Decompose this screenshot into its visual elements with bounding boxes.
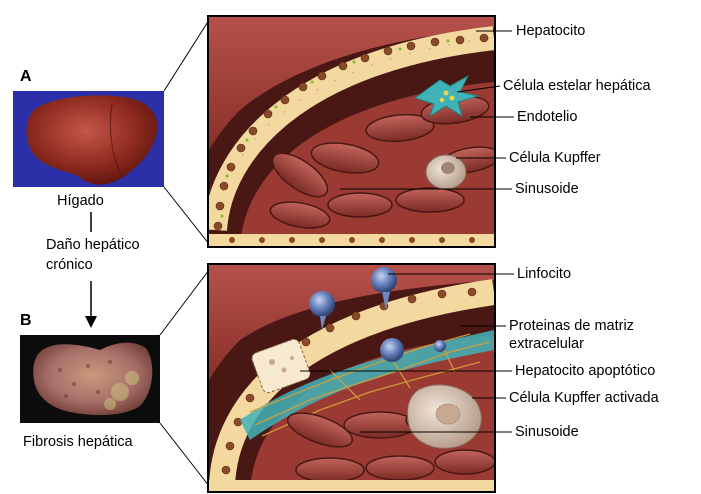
fibrotic-lobule-illustration xyxy=(209,265,495,491)
damage-label-line1: Daño hepático xyxy=(46,237,140,253)
label-ecm-proteins-line1: Proteinas de matriz xyxy=(509,318,634,334)
label-ecm-proteins-line2: extracelular xyxy=(509,336,584,352)
fibrosis-caption: Fibrosis hepática xyxy=(23,434,133,450)
label-endothelium: Endotelio xyxy=(517,109,577,125)
liver-caption: Hígado xyxy=(57,193,104,209)
zoom-line xyxy=(164,20,209,91)
panel-a-letter: A xyxy=(20,68,32,86)
zoom-line xyxy=(164,187,209,244)
zoom-line xyxy=(160,270,209,335)
label-sinusoid-b: Sinusoide xyxy=(515,424,579,440)
healthy-lobule-illustration xyxy=(209,17,502,246)
label-apoptotic-hepatocyte: Hepatocito apoptótico xyxy=(515,363,655,379)
panel-b-letter: B xyxy=(20,312,32,330)
label-kupffer-cell: Célula Kupffer xyxy=(509,150,601,166)
arrow-down-icon xyxy=(85,316,97,328)
label-stellate-cell: Célula estelar hepática xyxy=(503,78,651,94)
label-lymphocyte: Linfocito xyxy=(517,266,571,282)
damage-label-line2: crónico xyxy=(46,257,93,273)
label-hepatocyte: Hepatocito xyxy=(516,23,585,39)
label-activated-kupffer: Célula Kupffer activada xyxy=(509,390,659,406)
zoom-line xyxy=(160,423,209,486)
label-sinusoid: Sinusoide xyxy=(515,181,579,197)
